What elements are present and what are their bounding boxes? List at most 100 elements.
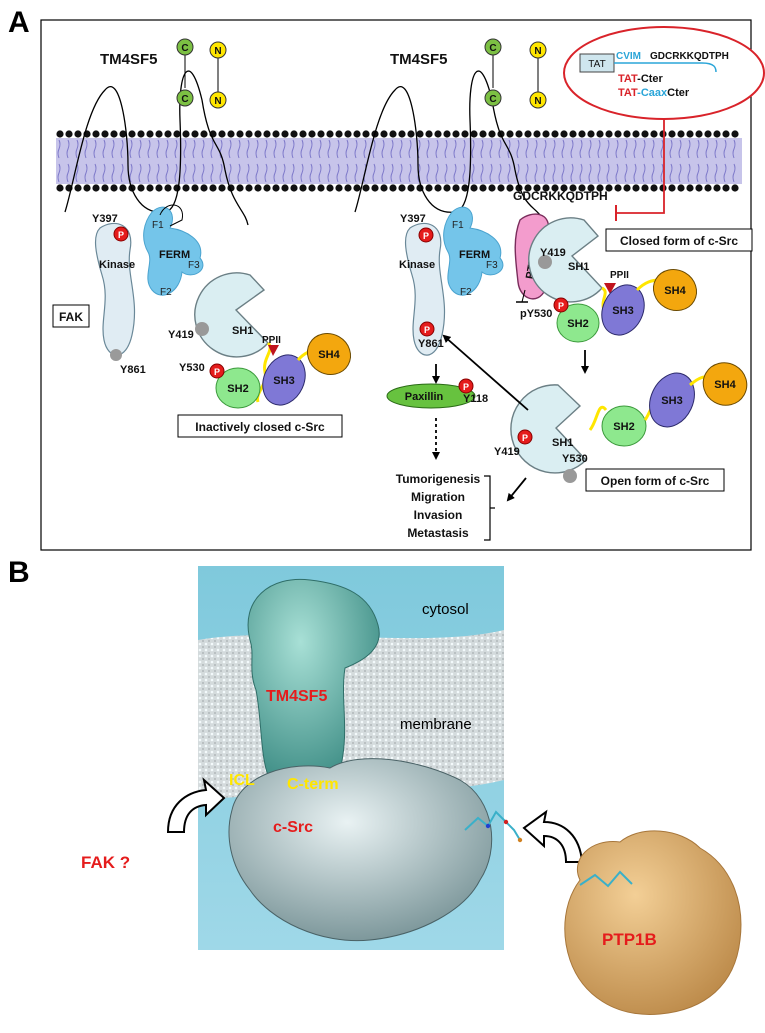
tat-cter-line: TAT-Cter — [618, 73, 664, 85]
lipid-head — [479, 184, 487, 192]
lipid-head — [524, 184, 532, 192]
lipid-head — [236, 130, 244, 138]
lipid-tail — [66, 163, 70, 183]
lipid-tail — [570, 163, 574, 183]
paxillin-ellipse — [386, 383, 476, 409]
phospho-label-y397-right: P — [423, 231, 429, 241]
lipid-tail — [345, 163, 349, 183]
kinase-left: Kinase — [99, 259, 135, 271]
lipid-tail — [633, 139, 637, 159]
lipid-head — [191, 130, 199, 138]
fak-right: P Y397 Kinase P Y861 F1 FERM F3 F2 — [399, 206, 504, 356]
lipid-tail — [327, 163, 331, 183]
phospho-label-y419-open: P — [522, 433, 528, 443]
lipid-head — [362, 130, 370, 138]
lipid-head — [245, 130, 253, 138]
inactive-src-box — [177, 414, 343, 438]
lipid-head — [569, 130, 577, 138]
phospho-label-y530-inactive: P — [214, 367, 220, 377]
lipid-tail — [732, 139, 736, 159]
lipid-tail — [93, 163, 97, 183]
lipid-head — [506, 184, 514, 192]
lipid-tail — [444, 163, 448, 183]
lipid-head — [164, 130, 172, 138]
lipid-tail — [291, 163, 295, 183]
phospho-y397-right — [418, 227, 434, 243]
lipid-tail — [669, 139, 673, 159]
outcome-invasion: Invasion — [414, 508, 463, 522]
lipid-tail — [264, 163, 268, 183]
y861-left: Y861 — [120, 364, 146, 376]
lipid-head — [461, 130, 469, 138]
ppii-inactive: PPII — [262, 335, 281, 346]
lipid-tail — [426, 139, 430, 159]
lipid-head — [389, 130, 397, 138]
lipid-tail — [453, 139, 457, 159]
lipid-head — [686, 130, 694, 138]
lipid-head — [281, 130, 289, 138]
lipid-head — [677, 184, 685, 192]
lipid-head — [587, 130, 595, 138]
y419-dot-inactive — [195, 322, 209, 336]
cys-label-3: C — [489, 43, 496, 54]
sh2-open — [601, 405, 647, 447]
open-src-label: Open form of c-Src — [601, 474, 710, 488]
asn-circle-4 — [529, 91, 547, 109]
lipid-tail — [174, 139, 178, 159]
lipid-tail — [372, 163, 376, 183]
lipid-tail — [426, 163, 430, 183]
lipid-head — [461, 184, 469, 192]
cys-label-4: C — [489, 94, 496, 105]
tm4sf5-left: TM4SF5 C C N N — [64, 38, 249, 226]
cys-circle-2 — [176, 89, 194, 107]
lipid-tail — [300, 139, 304, 159]
lipid-tail — [516, 139, 520, 159]
y861-dot-left — [110, 349, 122, 361]
lipid-tail — [651, 163, 655, 183]
lipid-tail — [642, 139, 646, 159]
lipid-tail — [381, 163, 385, 183]
lipid-tail — [624, 139, 628, 159]
ptp1b-md-label: PTP1B — [602, 930, 657, 949]
lipid-tail — [246, 163, 250, 183]
ferm-left: FERM — [159, 249, 190, 261]
outcome-metastasis: Metastasis — [407, 526, 469, 540]
lipid-head — [110, 130, 118, 138]
lipid-tail — [246, 139, 250, 159]
lipid-head — [308, 130, 316, 138]
lipid-tail — [66, 139, 70, 159]
lipid-head — [326, 130, 334, 138]
f3-right: F3 — [486, 260, 498, 271]
lipid-tail — [228, 163, 232, 183]
asn-circle-2 — [209, 91, 227, 109]
lipid-head — [200, 130, 208, 138]
lipid-tail — [489, 163, 493, 183]
sh2-closed-label: SH2 — [567, 318, 588, 330]
y861-right: Y861 — [418, 338, 444, 350]
lipid-head — [470, 184, 478, 192]
lipid-tail — [156, 163, 160, 183]
fak-left: P Y397 Kinase Y861 F1 FERM F3 F2 — [92, 204, 204, 376]
sh2-closed — [556, 303, 600, 343]
lipid-head — [398, 184, 406, 192]
lipid-head — [218, 130, 226, 138]
lipid-tail — [183, 163, 187, 183]
lipid-tail — [588, 139, 592, 159]
sh3-open — [649, 372, 695, 428]
lipid-head — [164, 184, 172, 192]
lipid-head — [380, 130, 388, 138]
lipid-head — [713, 130, 721, 138]
phospho-y419-open — [517, 429, 533, 445]
phospho-py530-closed — [553, 297, 569, 313]
lipid-head — [92, 130, 100, 138]
lipid-head — [560, 184, 568, 192]
asn-label-1: N — [214, 46, 221, 57]
lipid-tail — [111, 139, 115, 159]
tm4sf5-right-label: TM4SF5 — [390, 51, 448, 68]
lipid-tail — [732, 163, 736, 183]
asn-label-3: N — [534, 46, 541, 57]
y419-open: Y419 — [494, 446, 520, 458]
lipid-tail — [462, 163, 466, 183]
lipid-tail — [273, 139, 277, 159]
ppii-closed: PPII — [610, 270, 629, 281]
